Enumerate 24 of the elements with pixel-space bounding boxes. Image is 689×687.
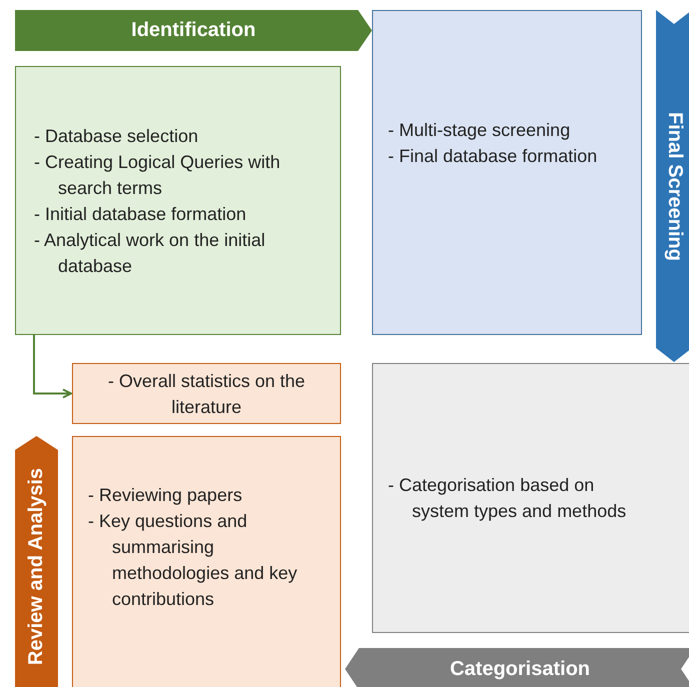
stage-title: Identification [131,19,256,42]
list-item: - Overall statistics on the literature [106,370,306,418]
list-item: - Analytical work on the initial database [34,228,266,278]
content-box [15,66,341,335]
stage-title: Final Screening [662,112,686,260]
list-item: - Categorisation based on system types and methods [388,474,628,523]
stage-arrow-banner [345,648,689,687]
list-item: - Multi-stage screening [388,118,572,142]
list-item: - Initial database formation [34,202,248,226]
stage-arrow-banner [15,436,58,687]
list-item: - Reviewing papers [88,484,244,507]
content-box [72,363,341,424]
stage-arrow-banner [15,10,372,51]
list-item: - Database selection [34,124,200,148]
arrow [33,335,72,398]
content-box [372,363,689,633]
content-box [72,436,341,687]
stage-title: Categorisation [450,658,590,680]
list-item: - Final database formation [388,144,598,168]
stage-title: Review and Analysis [25,467,48,665]
stage-arrow-banner [656,10,689,362]
content-box [372,10,642,335]
list-item: - Key questions and summarising methodologies and key contributions [88,510,298,611]
list-item: - Creating Logical Queries with search terms [34,150,282,200]
